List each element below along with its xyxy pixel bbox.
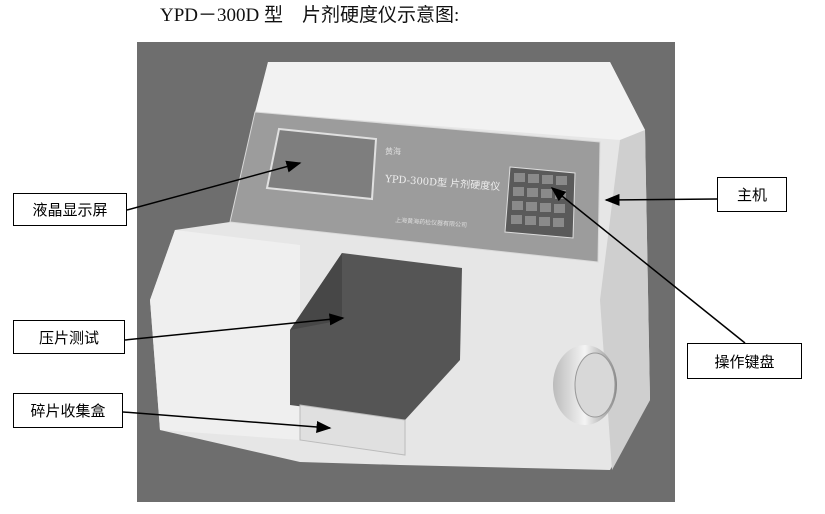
arrow-main-unit: [604, 193, 718, 206]
arrow-keypad: [550, 187, 746, 344]
lcd-screen: [265, 127, 378, 201]
label-keypad: 操作键盘: [687, 343, 802, 379]
diagram-title: YPD－300D 型 片剂硬度仪示意图:: [160, 5, 460, 26]
fragment-box: [299, 404, 406, 456]
label-press-test: 压片测试: [13, 320, 125, 354]
label-fragment-box: 碎片收集盒: [13, 393, 123, 428]
label-main-unit: 主机: [717, 177, 787, 212]
arrow-press-test: [124, 313, 345, 341]
device-brand: 黄海: [385, 146, 401, 156]
arrow-fragment-box: [122, 411, 332, 433]
arrow-lcd: [126, 160, 302, 211]
label-lcd: 液晶显示屏: [13, 193, 127, 226]
keypad-keys: [511, 173, 567, 227]
